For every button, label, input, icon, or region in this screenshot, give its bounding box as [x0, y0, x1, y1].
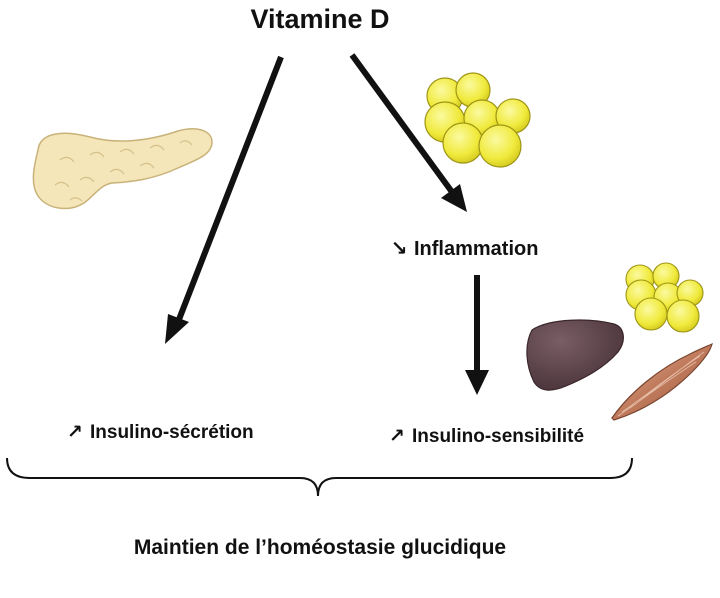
liver-icon — [526, 319, 624, 391]
arrow-to-inflammation — [349, 53, 455, 194]
conclusion-label: Maintien de l’homéostasie glucidique — [133, 536, 507, 559]
arrowhead-sensitivity — [465, 370, 489, 395]
insulin-sensitivity-text: Insulino-sensibilité — [412, 426, 585, 447]
muscle-icon — [611, 342, 713, 421]
inflammation-label: ↘ Inflammation — [388, 236, 539, 261]
increase-arrow: ↗ — [389, 426, 405, 447]
inflammation-text: Inflammation — [414, 238, 539, 260]
insulin-sensitivity-label: ↗ Insulino-sensibilité — [386, 425, 584, 448]
insulin-secretion-label: ↗ Insulino-sécrétion — [64, 421, 254, 444]
decrease-arrow: ↘ — [390, 238, 408, 260]
title: Vitamine D — [250, 4, 390, 34]
increase-arrow: ↗ — [67, 422, 83, 443]
adipocytes-icon — [424, 72, 531, 168]
curly-brace — [6, 457, 633, 497]
insulin-secretion-text: Insulino-sécrétion — [90, 422, 254, 443]
pancreas-icon — [32, 128, 213, 210]
arrowhead-inflammation — [441, 184, 467, 212]
arrow-to-secretion — [175, 55, 284, 324]
adipocytes-small-icon — [625, 262, 704, 333]
arrows — [165, 53, 489, 395]
arrowhead-secretion — [165, 314, 189, 344]
